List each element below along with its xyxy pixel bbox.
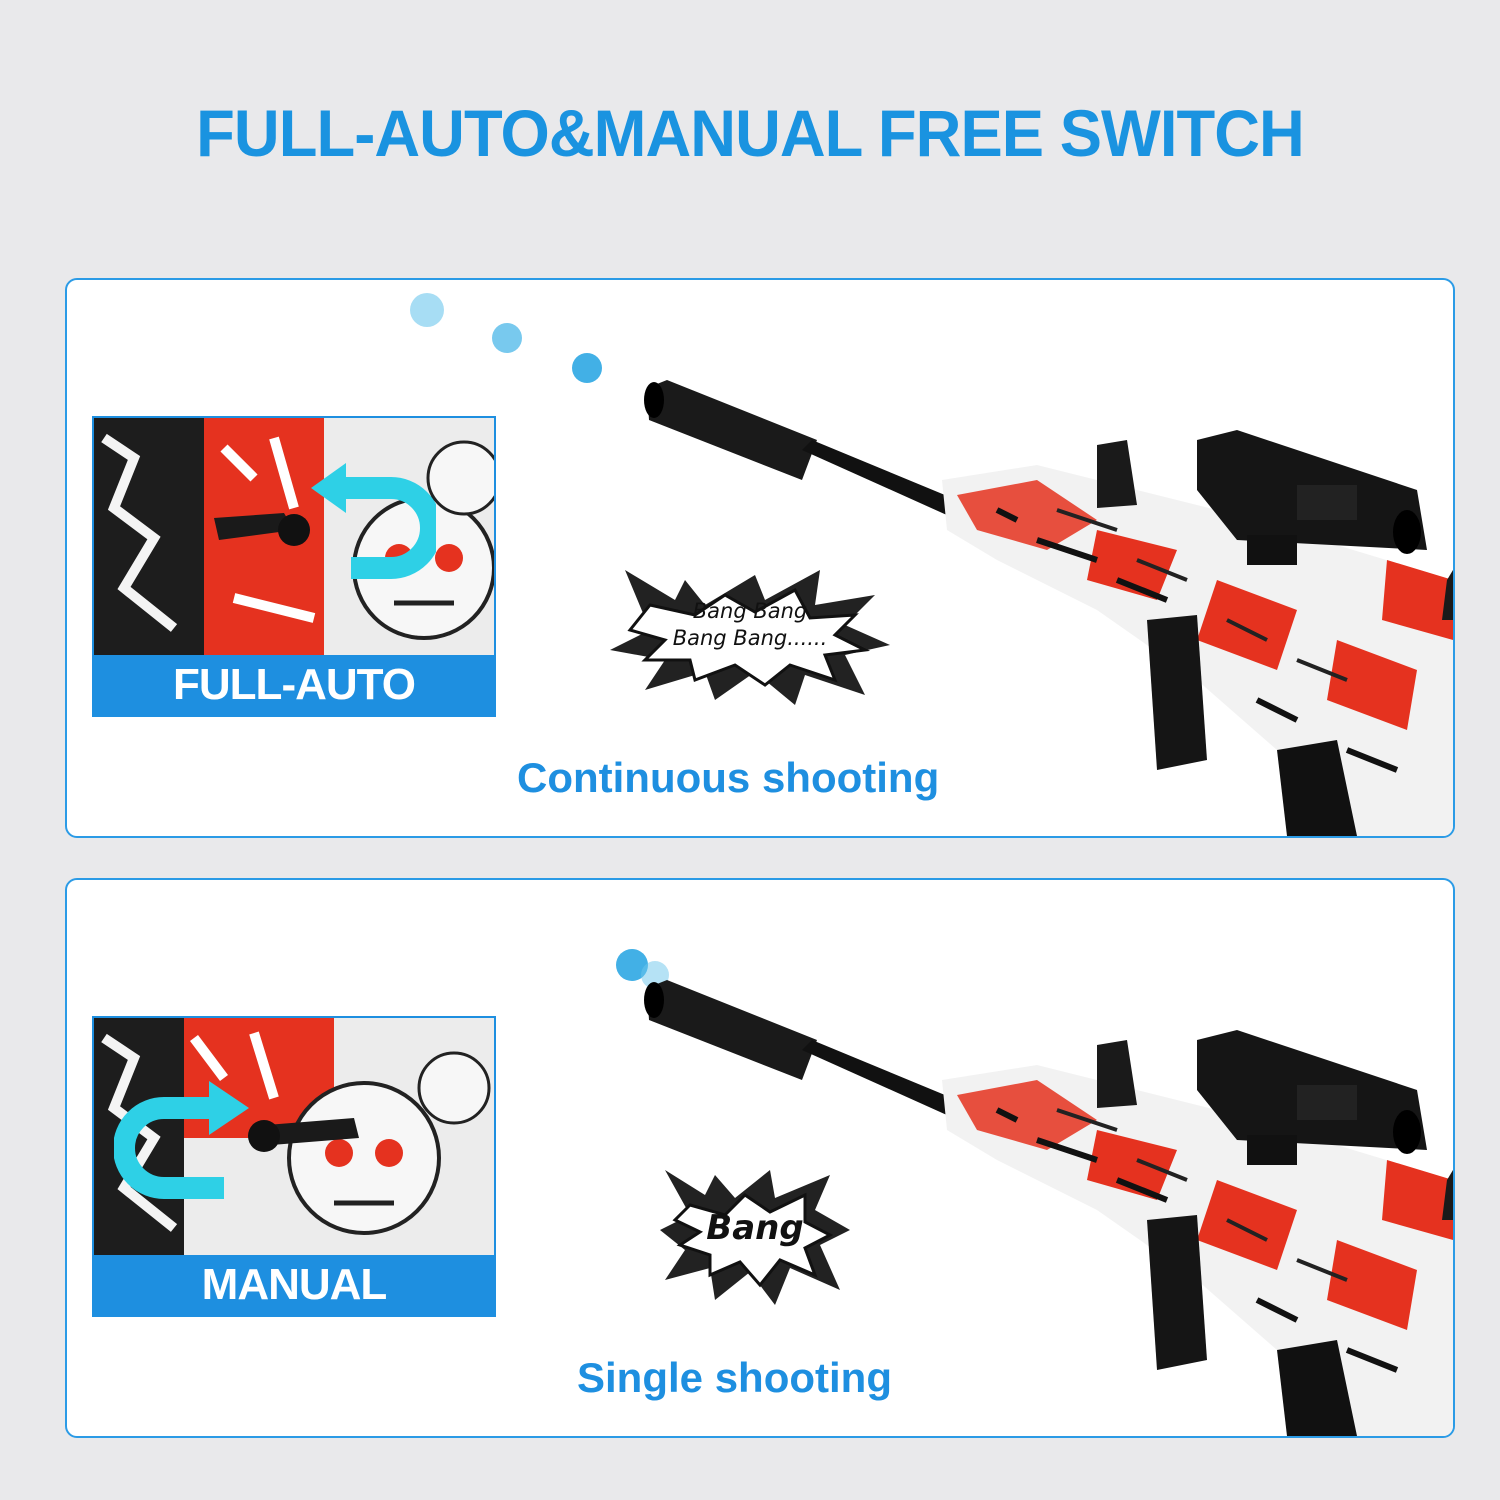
headline: FULL-AUTO&MANUAL FREE SWITCH	[196, 96, 1305, 170]
sound-text: Bang	[655, 1208, 855, 1248]
gel-blaster-gun-image	[616, 949, 1453, 1436]
fire-selector-closeup: FULL-AUTO	[92, 416, 496, 717]
sound-text: Bang Bang Bang Bang......	[605, 598, 895, 652]
full-auto-label: FULL-AUTO	[94, 655, 494, 715]
u-turn-arrow-left-icon	[311, 463, 436, 579]
gel-balls	[410, 293, 602, 383]
selector-switch-image	[94, 418, 494, 655]
gun-body	[644, 980, 1453, 1436]
continuous-shooting-caption: Continuous shooting	[517, 754, 940, 801]
sound-line-1: Bang Bang	[692, 599, 808, 623]
fire-selector-closeup: MANUAL	[92, 1016, 496, 1317]
sound-line-1: Bang	[706, 1208, 804, 1248]
comic-burst-shape	[610, 570, 890, 705]
full-auto-panel: FULL-AUTO Bang Bang Bang Bang...... Cont…	[65, 278, 1455, 838]
sound-effect-burst: Bang	[655, 1160, 855, 1310]
gel-blaster-gun-image	[410, 293, 1453, 836]
sound-effect-burst: Bang Bang Bang Bang......	[605, 560, 895, 710]
manual-label: MANUAL	[94, 1255, 494, 1315]
sound-line-2: Bang Bang......	[672, 626, 828, 650]
manual-panel: MANUAL Bang Single shooting	[65, 878, 1455, 1438]
single-shooting-caption: Single shooting	[577, 1354, 892, 1401]
u-turn-arrow-right-icon	[114, 1081, 249, 1199]
comic-burst-shape	[660, 1170, 850, 1305]
gun-body	[644, 380, 1453, 836]
selector-switch-image	[94, 1018, 494, 1255]
